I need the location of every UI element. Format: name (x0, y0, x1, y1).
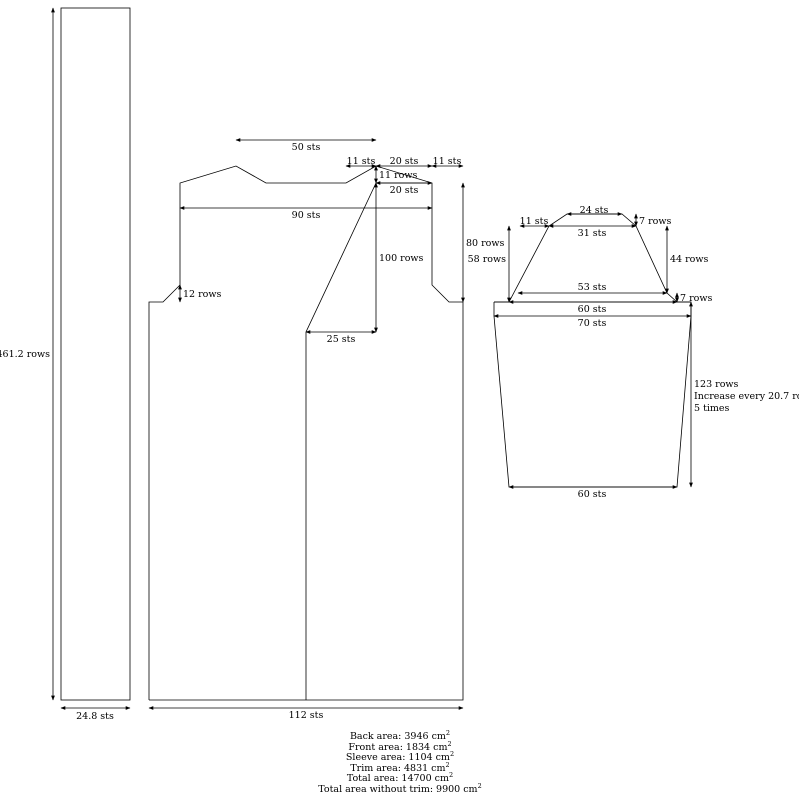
sleeve-cap-rows-small-label: 7 rows (639, 216, 671, 227)
sleeve-upper-label: 60 sts (578, 304, 607, 315)
trim-width-label: 24.8 sts (76, 711, 114, 722)
sleeve-outline (493, 213, 692, 488)
body-outline (148, 165, 464, 701)
sleeve-cuff-label: 60 sts (578, 489, 607, 500)
neck-sts-label: 11 sts (347, 156, 376, 167)
sleeve-area-line: Sleeve area: 1104 cm2 (345, 750, 455, 764)
sleeve-piece: 24 sts 11 sts 7 rows 31 sts 58 rows 44 r… (468, 205, 799, 500)
sleeve-cap-step-label: 11 sts (520, 216, 549, 227)
trim-area-line: Trim area: 4831 cm2 (350, 760, 450, 774)
area-summary: Back area: 3946 cm2 Front area: 1834 cm2… (300, 728, 500, 796)
back-width-label: 90 sts (292, 210, 321, 221)
trim-outline (60, 7, 131, 701)
trim-piece: 461.2 rows 24.8 sts (0, 7, 131, 722)
armhole-rows-label: 12 rows (183, 289, 222, 300)
sleeve-length-label: 123 rows (694, 379, 739, 390)
total-no-trim-line: Total area without trim: 9900 cm2 (318, 781, 482, 795)
sleeve-increase-times-label: 5 times (694, 403, 730, 414)
back-height-label: 80 rows (466, 238, 505, 249)
shoulder-sts-label: 20 sts (390, 156, 419, 167)
neck-rows-label: 11 rows (379, 170, 418, 181)
body-piece: 50 sts 11 sts 20 sts 11 sts 11 rows 20 s… (148, 138, 505, 721)
shoulder-edge-label: 11 sts (433, 156, 462, 167)
front-shoulder-label: 20 sts (390, 185, 419, 196)
sleeve-top-label: 24 sts (580, 205, 609, 216)
sleeve-cap-rows-label: 58 rows (468, 254, 507, 265)
back-area-line: Back area: 3946 cm2 (349, 728, 451, 742)
sleeve-increase-label: Increase every 20.7 rows (694, 391, 799, 402)
front-neck-width-label: 25 sts (327, 334, 356, 345)
sleeve-cap-base-label: 53 sts (578, 282, 607, 293)
total-width-label: 112 sts (289, 710, 324, 721)
front-neckline (305, 182, 377, 700)
front-area-line: Front area: 1834 cm2 (348, 739, 452, 753)
trim-height-label: 461.2 rows (0, 349, 50, 360)
front-neck-rows-label: 100 rows (379, 253, 424, 264)
total-area-line: Total area: 14700 cm2 (346, 771, 454, 785)
sleeve-cap-mid-label: 31 sts (578, 228, 607, 239)
sleeve-cap-rows-right-label: 44 rows (670, 254, 709, 265)
shoulder-offset-label: 50 sts (292, 142, 321, 153)
sleeve-upper-full-label: 70 sts (578, 318, 607, 329)
sleeve-cap-base-rows-label: 7 rows (680, 293, 712, 304)
